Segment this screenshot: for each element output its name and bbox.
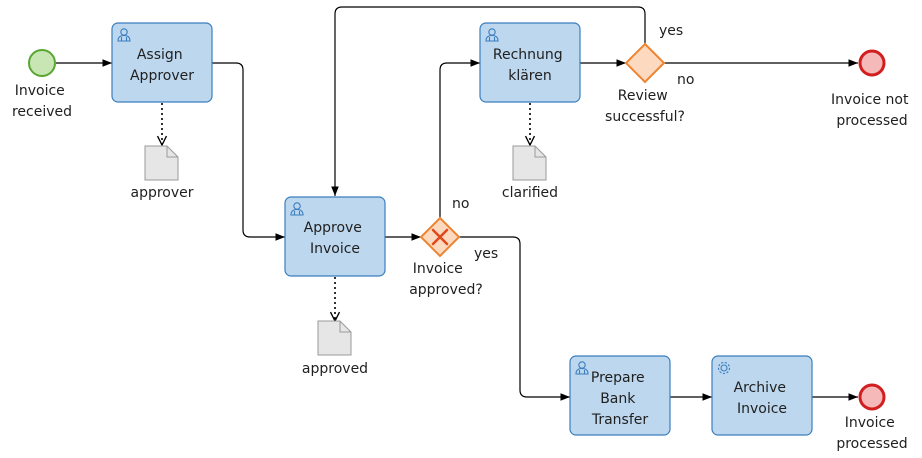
data-associations bbox=[162, 103, 530, 321]
task-approve-invoice[interactable]: Approve Invoice bbox=[284, 196, 386, 277]
gateway-invoice-approved-yes-label: yes bbox=[474, 246, 498, 262]
end-event-invoice-not-processed[interactable] bbox=[858, 49, 886, 77]
start-event-label: Invoice received bbox=[12, 83, 72, 120]
gateway-review-successful-yes-label: yes bbox=[659, 23, 683, 39]
data-object-approved[interactable] bbox=[317, 320, 352, 356]
data-object-clarified[interactable] bbox=[512, 145, 547, 181]
data-object-approver[interactable] bbox=[144, 145, 179, 181]
gateway-review-successful[interactable] bbox=[624, 42, 666, 84]
flow-assign-to-approve[interactable] bbox=[212, 62, 285, 241]
task-rechnung-klaeren[interactable]: Rechnung klären bbox=[479, 22, 581, 103]
data-object-approver-label: approver bbox=[130, 185, 193, 201]
task-assign-approver-label: Assign Approver bbox=[130, 47, 194, 84]
gateway-invoice-approved-label: Invoice approved? bbox=[409, 261, 483, 298]
task-prepare-bank-transfer-label: Prepare Bank Transfer bbox=[591, 370, 649, 428]
gateway-review-successful-label: Review successful? bbox=[605, 88, 685, 125]
data-object-clarified-label: clarified bbox=[502, 185, 558, 201]
task-archive-invoice-label: Archive Invoice bbox=[734, 380, 791, 417]
gateway-invoice-approved-no-label: no bbox=[452, 196, 469, 212]
end-event-invoice-processed[interactable] bbox=[858, 383, 886, 411]
exclusive-x-icon bbox=[431, 228, 449, 246]
task-rechnung-klaeren-label: Rechnung klären bbox=[493, 47, 567, 84]
flow-gateway-yes-to-prepare[interactable] bbox=[459, 236, 570, 401]
end-event-processed-label: Invoice processed bbox=[836, 415, 907, 452]
task-assign-approver[interactable]: Assign Approver bbox=[111, 22, 213, 103]
end-event-not-processed-label: Invoice not processed bbox=[831, 92, 913, 129]
gateway-review-successful-no-label: no bbox=[677, 72, 694, 88]
task-archive-invoice[interactable]: Archive Invoice bbox=[711, 355, 813, 436]
start-event-invoice-received[interactable] bbox=[28, 49, 56, 77]
sequence-flows bbox=[56, 6, 858, 401]
data-object-approved-label: approved bbox=[302, 361, 368, 377]
task-approve-invoice-label: Approve Invoice bbox=[304, 220, 367, 257]
gateway-invoice-approved[interactable] bbox=[419, 216, 461, 258]
flow-gateway-no-to-rechnung[interactable] bbox=[439, 59, 480, 218]
task-prepare-bank-transfer[interactable]: Prepare Bank Transfer bbox=[569, 355, 671, 436]
flow-review-yes-to-approve[interactable] bbox=[331, 6, 646, 196]
